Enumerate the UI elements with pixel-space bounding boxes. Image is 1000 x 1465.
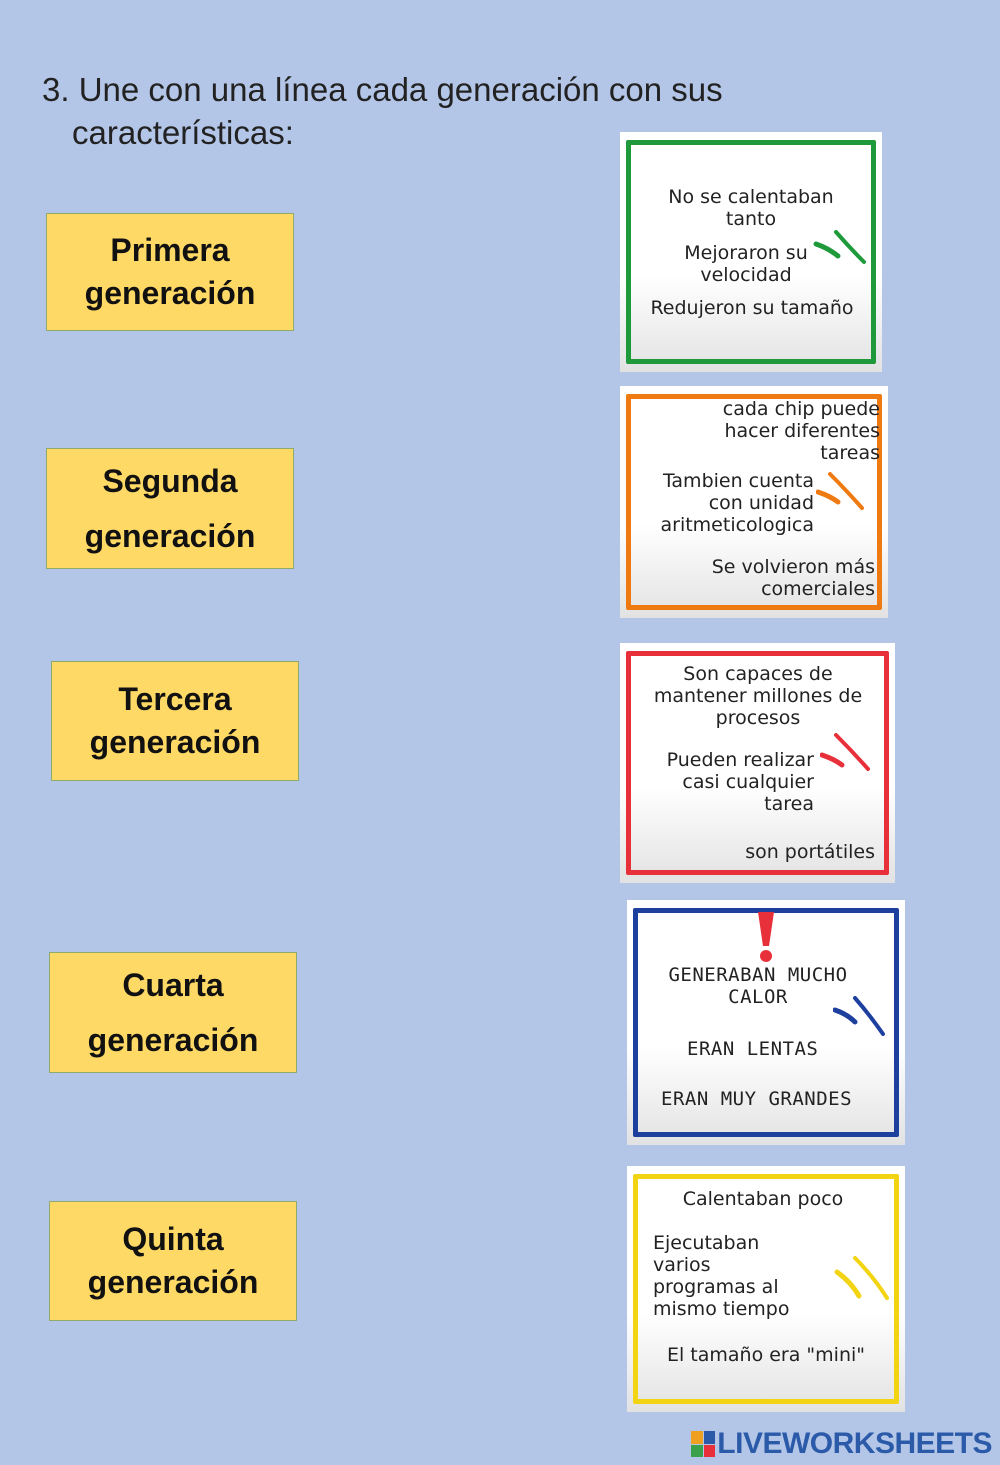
card-item: Ejecutaban varios programas al mismo tie… — [653, 1232, 790, 1320]
card-item: No se calentaban tanto — [668, 186, 834, 230]
brush-stroke-icon — [820, 733, 870, 771]
generation-label-word: generación — [87, 1264, 259, 1300]
brush-stroke-icon — [816, 472, 864, 510]
generation-label-word: generación — [84, 275, 256, 311]
generation-label-word: Cuarta — [122, 966, 224, 1003]
card-item: ERAN LENTAS — [687, 1038, 819, 1060]
generation-box-cuarta[interactable]: Cuarta generación — [49, 952, 297, 1073]
instruction-text: 3. Une con una línea cada generación con… — [42, 68, 842, 154]
card-item: cada chip puede hacer diferentes tareas — [722, 398, 880, 464]
generation-label-word: Tercera — [118, 681, 232, 717]
brush-stroke-icon — [813, 230, 866, 264]
logo-mark-icon — [691, 1431, 716, 1457]
card-item: GENERABAN MUCHO CALOR — [668, 964, 848, 1008]
card-item: Mejoraron su velocidad — [684, 242, 808, 286]
generation-label-word: generación — [84, 517, 256, 554]
card-item: Pueden realizar casi cualquier tarea — [666, 749, 814, 815]
liveworksheets-logo: LIVEWORKSHEETS — [691, 1427, 992, 1461]
generation-box-primera[interactable]: Primera generación — [46, 213, 294, 331]
card-frame — [626, 394, 882, 610]
generation-label-word: Primera — [110, 232, 230, 268]
card-item: son portátiles — [745, 841, 875, 863]
generation-label-word: Quinta — [122, 1221, 224, 1257]
generation-box-segunda[interactable]: Segunda generación — [46, 448, 294, 569]
card-frame — [626, 140, 876, 364]
card-item: Se volvieron más comerciales — [711, 556, 875, 600]
generation-box-quinta[interactable]: Quinta generación — [49, 1201, 297, 1321]
card-item: Son capaces de mantener millones de proc… — [653, 663, 863, 729]
instruction-line-2: características: — [72, 114, 294, 151]
card-item: ERAN MUY GRANDES — [661, 1088, 853, 1110]
exclamation-icon — [758, 912, 774, 962]
characteristics-card-blue[interactable]: GENERABAN MUCHO CALOR ERAN LENTAS ERAN M… — [627, 900, 905, 1145]
brush-stroke-icon — [834, 1256, 889, 1300]
card-frame — [626, 651, 889, 875]
card-frame — [633, 908, 899, 1137]
card-item: Redujeron su tamaño — [650, 297, 854, 319]
logo-text: LIVEWORKSHEETS — [717, 1427, 992, 1460]
generation-label-word: generación — [87, 1021, 259, 1058]
card-item: Calentaban poco — [682, 1188, 844, 1210]
generation-label-word: Segunda — [102, 462, 238, 499]
generation-box-tercera[interactable]: Tercera generación — [51, 661, 299, 781]
characteristics-card-red[interactable]: Son capaces de mantener millones de proc… — [620, 643, 895, 883]
instruction-line-1: 3. Une con una línea cada generación con… — [42, 71, 723, 108]
brush-stroke-icon — [833, 996, 885, 1036]
generation-label-word: generación — [89, 724, 261, 760]
characteristics-card-yellow[interactable]: Calentaban poco Ejecutaban varios progra… — [627, 1166, 905, 1412]
card-item: Tambien cuenta con unidad aritmeticologi… — [660, 470, 814, 536]
card-item: El tamaño era "mini" — [666, 1344, 866, 1366]
characteristics-card-green[interactable]: No se calentaban tanto Mejoraron su velo… — [620, 132, 882, 372]
card-frame — [633, 1174, 899, 1404]
characteristics-card-orange[interactable]: cada chip puede hacer diferentes tareas … — [620, 386, 888, 618]
